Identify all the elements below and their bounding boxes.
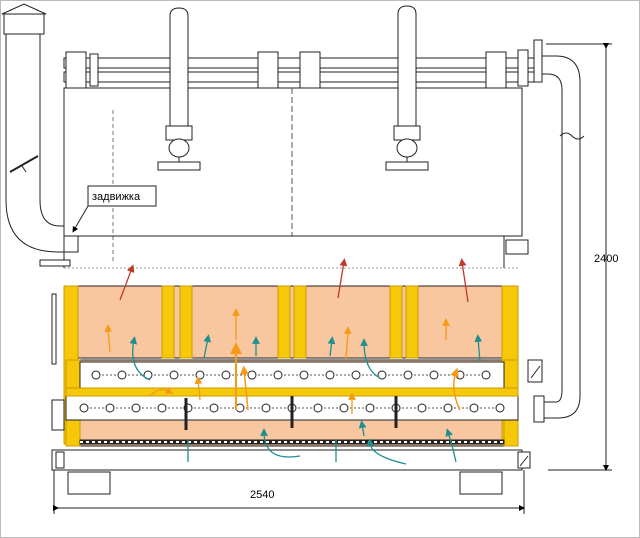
tube-icon <box>313 403 323 413</box>
flow-separators <box>184 396 398 430</box>
tube-icon <box>209 403 219 413</box>
tube-icon <box>403 370 413 380</box>
tube-icon <box>247 370 257 380</box>
valve-stem-left <box>157 7 201 171</box>
valve-callout: задвижка <box>72 185 157 233</box>
tube-icon <box>325 370 335 380</box>
return-pipe <box>527 39 585 423</box>
frame-band <box>65 387 519 397</box>
tube-icon <box>417 403 427 413</box>
top-header-pipe <box>63 49 541 89</box>
tube-icon <box>221 370 231 380</box>
tube-icon <box>157 403 167 413</box>
tube-icon <box>299 370 309 380</box>
tube-icon <box>117 370 127 380</box>
exhaust-chimney <box>1 3 79 253</box>
tube-icon <box>443 403 453 413</box>
air-arrow-icon <box>458 258 469 303</box>
valve-stem-right <box>385 5 429 171</box>
tube-icon <box>273 370 283 380</box>
dimension-width-label: 2540 <box>250 489 274 501</box>
tube-icon <box>105 403 115 413</box>
tube-icon <box>79 403 89 413</box>
valve-label: задвижка <box>92 191 141 203</box>
tube-icon <box>169 370 179 380</box>
grate <box>79 439 505 445</box>
air-flow-arrows <box>104 258 483 465</box>
bracket-left <box>39 259 71 267</box>
tube-icon <box>469 403 479 413</box>
tube-icon <box>235 403 245 413</box>
upper-chamber <box>63 87 523 269</box>
air-arrow-icon <box>119 264 135 301</box>
tube-icon <box>495 403 505 413</box>
bracket-right <box>505 239 529 255</box>
dimension-width <box>53 470 525 514</box>
tube-icon <box>481 370 491 380</box>
tube-icon <box>339 403 349 413</box>
tube-icon <box>455 370 465 380</box>
tube-icon <box>195 370 205 380</box>
tube-icon <box>365 403 375 413</box>
air-arrow-icon <box>337 258 348 299</box>
tube-icon <box>377 370 387 380</box>
dimension-height <box>546 43 612 471</box>
tube-row-upper <box>79 361 505 389</box>
callout-box <box>87 185 157 207</box>
tube-icon <box>131 403 141 413</box>
dimension-height-label: 2400 <box>594 253 618 265</box>
base-frame <box>51 293 531 495</box>
tube-icon <box>351 370 361 380</box>
tube-icon <box>261 403 271 413</box>
tube-icon <box>91 370 101 380</box>
tube-icon <box>429 370 439 380</box>
